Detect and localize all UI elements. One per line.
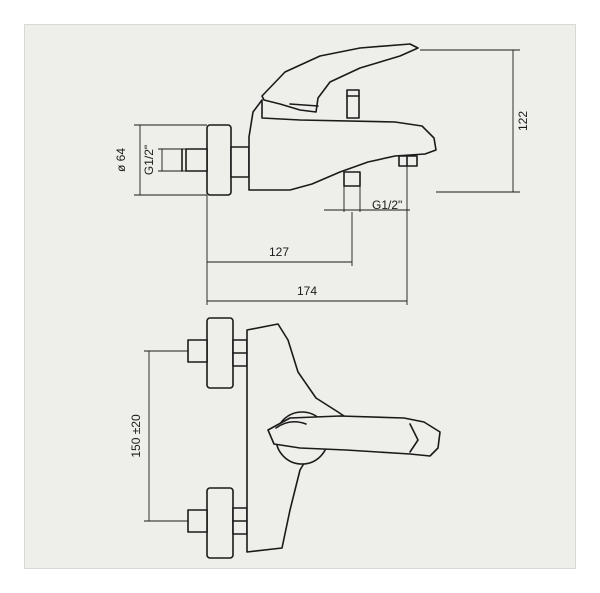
upper-inlet-stub (187, 339, 208, 363)
inlet-stub (185, 148, 208, 172)
upper-escutcheon (206, 317, 234, 389)
spout-aerator (398, 155, 418, 167)
dim-174-label: 174 (297, 284, 317, 298)
dim-150-label: 150 ±20 (129, 414, 143, 458)
lower-escutcheon (206, 487, 234, 559)
lower-inlet-stub (187, 509, 208, 533)
dim-122-label: 122 (516, 111, 530, 131)
diverter-knob (346, 89, 360, 119)
lever-root-detail (275, 420, 307, 429)
lever-edge (289, 103, 319, 107)
side-view (181, 43, 437, 212)
front-view (187, 317, 441, 559)
lever-handle (261, 43, 419, 113)
lever-front (267, 415, 441, 457)
mixer-body (248, 99, 437, 191)
shower-outlet (343, 171, 361, 187)
wall-body-cylinder (206, 124, 232, 196)
drawing-frame (24, 24, 576, 569)
side-dimensions: 122 ø 64 G1/2" G1/2" 127 174 (114, 49, 530, 305)
nut (230, 146, 250, 178)
dim-127-label: 127 (269, 245, 289, 259)
front-dimensions: 150 ±20 (129, 350, 188, 522)
lever-tip-detail (409, 423, 419, 453)
dim-g12-inlet-label: G1/2" (142, 145, 156, 175)
dim-64-label: ø 64 (114, 148, 128, 172)
dim-g12-outlet-label: G1/2" (372, 198, 402, 212)
